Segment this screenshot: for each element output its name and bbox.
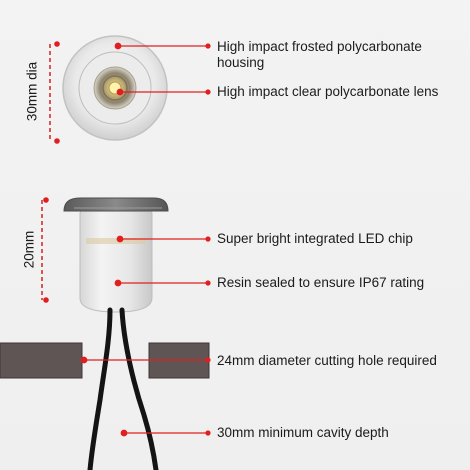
top-view-light (62, 35, 168, 141)
flange-cap (63, 197, 169, 212)
led-ring (102, 75, 128, 101)
resin-body (79, 209, 153, 313)
leader-lines (80, 42, 211, 437)
top-dimension (49, 41, 60, 144)
top-dimension-label: 30mm dia (24, 61, 40, 122)
cable-left (87, 307, 113, 470)
panel-left (0, 342, 83, 379)
side-dimension-label: 20mm (21, 230, 37, 269)
label-led-chip: Super bright integrated LED chip (217, 231, 413, 246)
side-view-light (63, 197, 169, 313)
label-cutting-hole: 24mm diameter cutting hole required (217, 353, 437, 368)
cables (87, 307, 159, 470)
side-dimension (41, 197, 49, 303)
cable-right (119, 307, 159, 470)
label-housing: High impact frosted polycarbonate housin… (217, 39, 422, 70)
label-cavity-depth: 30mm minimum cavity depth (217, 425, 389, 440)
label-lens: High impact clear polycarbonate lens (217, 84, 439, 99)
label-resin: Resin sealed to ensure IP67 rating (217, 275, 425, 290)
